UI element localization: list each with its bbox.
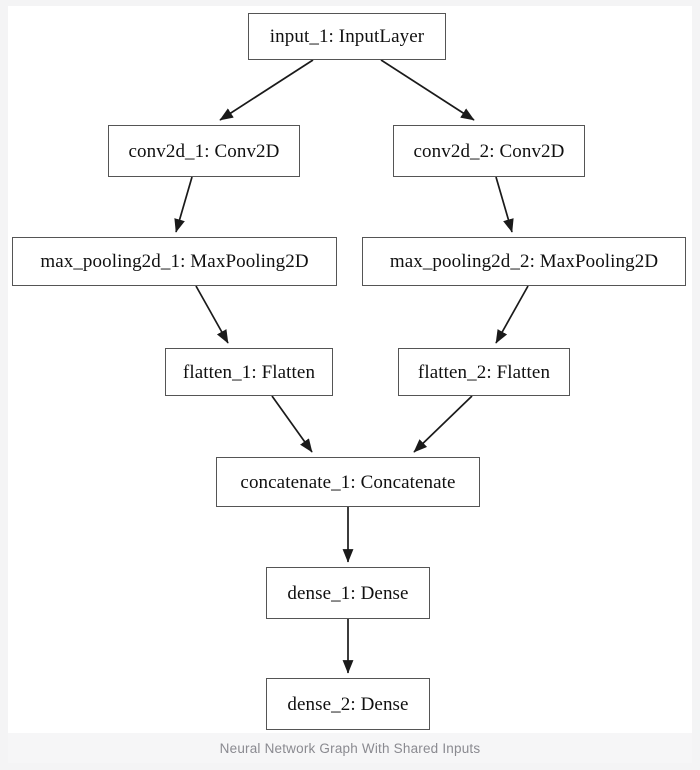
node-label: flatten_1: Flatten [182, 361, 316, 383]
node-label: input_1: InputLayer [269, 26, 425, 47]
node-label: dense_2: Dense [287, 693, 409, 715]
node-label: max_pooling2d_1: MaxPooling2D [40, 251, 309, 272]
node-label: concatenate_1: Concatenate [240, 471, 456, 493]
edge-flatten_1-concatenate_1 [271, 395, 313, 453]
edge-conv2d_2-max_pooling2d_2 [495, 176, 514, 233]
node-max-pooling2d-1[interactable]: max_pooling2d_1: MaxPooling2D [12, 237, 337, 286]
node-dense-2[interactable]: dense_2: Dense [266, 678, 430, 730]
node-label: dense_1: Dense [287, 582, 409, 604]
node-label: conv2d_1: Conv2D [128, 140, 280, 162]
graph-edges-canvas [174, 59, 529, 674]
node-max-pooling2d-2[interactable]: max_pooling2d_2: MaxPooling2D [362, 237, 686, 286]
node-label: conv2d_2: Conv2D [413, 140, 565, 162]
edge-conv2d_1-max_pooling2d_1 [174, 176, 193, 233]
node-flatten-1[interactable]: flatten_1: Flatten [165, 348, 333, 396]
node-label: max_pooling2d_2: MaxPooling2D [389, 251, 659, 272]
node-conv2d-1[interactable]: conv2d_1: Conv2D [108, 125, 300, 177]
edge-flatten_2-concatenate_1 [413, 395, 473, 453]
node-dense-1[interactable]: dense_1: Dense [266, 567, 430, 619]
edge-max_pooling2d_1-flatten_1 [195, 285, 229, 344]
figure-caption-bar: Neural Network Graph With Shared Inputs [8, 733, 692, 763]
node-input-1[interactable]: input_1: InputLayer [248, 13, 446, 60]
figure-caption: Neural Network Graph With Shared Inputs [219, 740, 481, 756]
edge-max_pooling2d_2-flatten_2 [495, 285, 529, 344]
edge-input_1-conv2d_1 [219, 59, 314, 121]
node-flatten-2[interactable]: flatten_2: Flatten [398, 348, 570, 396]
node-label: flatten_2: Flatten [417, 361, 551, 383]
node-conv2d-2[interactable]: conv2d_2: Conv2D [393, 125, 585, 177]
node-concatenate-1[interactable]: concatenate_1: Concatenate [216, 457, 480, 507]
edge-input_1-conv2d_2 [380, 59, 475, 121]
